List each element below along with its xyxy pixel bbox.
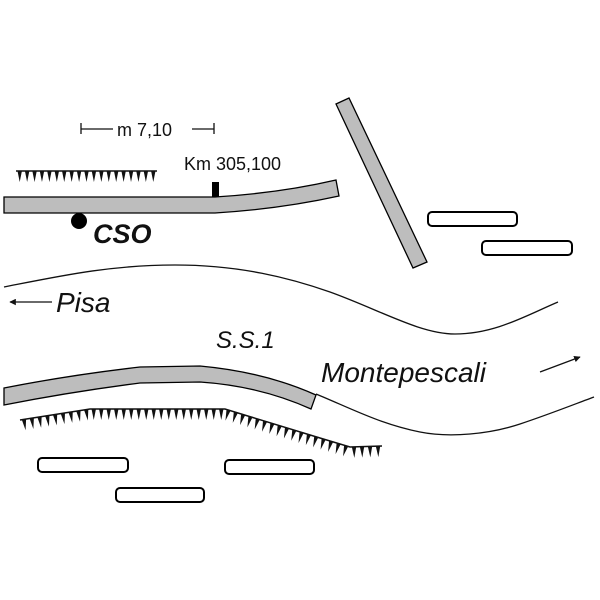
direction-east-label: Montepescali bbox=[321, 357, 487, 388]
embankment-tooth bbox=[367, 446, 373, 458]
embankment-tooth bbox=[68, 412, 73, 423]
measurement-dimension bbox=[80, 123, 215, 134]
embankment-upper bbox=[16, 170, 157, 182]
embankment-tooth bbox=[52, 414, 58, 426]
vehicle bbox=[427, 211, 518, 227]
site-marker-icon bbox=[71, 213, 87, 229]
main-road-south-edge bbox=[315, 393, 595, 436]
vehicle bbox=[37, 457, 129, 473]
embankment-tooth bbox=[76, 410, 81, 422]
embankment-tooth bbox=[313, 436, 319, 448]
embankment-tooth bbox=[136, 171, 141, 182]
embankment-tooth bbox=[39, 171, 45, 182]
embankment-tooth bbox=[335, 443, 341, 455]
embankment-tooth bbox=[32, 171, 37, 182]
embankment-lower bbox=[19, 408, 383, 458]
embankment-tooth bbox=[91, 171, 97, 182]
embankment-tooth bbox=[136, 409, 141, 420]
embankment-tooth bbox=[375, 446, 381, 458]
embankment-tooth bbox=[144, 409, 149, 420]
embankment-tooth bbox=[47, 171, 52, 182]
embankment-tooth bbox=[106, 171, 111, 182]
road-name-label: S.S.1 bbox=[216, 327, 275, 354]
lower-side-road bbox=[3, 365, 317, 410]
embankment-tooth bbox=[343, 445, 349, 457]
kilometer-label: Km 305,100 bbox=[184, 154, 281, 174]
vehicle bbox=[481, 240, 573, 256]
embankment-tooth bbox=[359, 446, 365, 458]
embankment-tooth bbox=[328, 441, 334, 452]
embankment-tooth bbox=[129, 409, 134, 420]
embankment-tooth bbox=[204, 409, 209, 420]
embankment-tooth bbox=[166, 409, 171, 420]
embankment-tooth bbox=[24, 171, 30, 182]
embankment-tooth bbox=[174, 409, 179, 420]
embankment-tooth bbox=[320, 439, 326, 450]
site-label: CSO bbox=[93, 219, 152, 249]
embankment-tooth bbox=[159, 409, 164, 420]
embankment-tooth bbox=[114, 409, 119, 420]
embankment-tooth bbox=[128, 171, 134, 182]
diagonal-road bbox=[335, 97, 428, 269]
km-marker-icon bbox=[212, 182, 219, 197]
vehicles bbox=[37, 211, 573, 503]
embankment-tooth bbox=[83, 409, 89, 421]
embankment-tooth bbox=[254, 419, 261, 430]
embankment-tooth bbox=[21, 419, 27, 431]
embankment-tooth bbox=[54, 171, 60, 182]
embankment-tooth bbox=[84, 171, 89, 182]
vehicle bbox=[224, 459, 315, 475]
direction-west-label: Pisa bbox=[56, 287, 110, 318]
embankment-tooth bbox=[121, 171, 126, 182]
embankment-tooth bbox=[189, 409, 194, 420]
embankment-tooth bbox=[99, 171, 104, 182]
embankment-tooth bbox=[91, 409, 96, 420]
embankment-tooth bbox=[29, 418, 34, 430]
embankment-tooth bbox=[247, 416, 253, 428]
upper-side-road bbox=[3, 179, 340, 214]
embankment-baseline bbox=[19, 408, 383, 448]
embankment-tooth bbox=[45, 415, 50, 427]
embankment-tooth bbox=[181, 409, 186, 420]
embankment-tooth bbox=[76, 171, 82, 182]
embankment-tooth bbox=[240, 414, 246, 426]
embankment-tooth bbox=[60, 413, 65, 425]
embankment-tooth bbox=[121, 409, 126, 420]
embankment-tooth bbox=[232, 412, 239, 423]
embankment-tooth bbox=[269, 423, 275, 435]
embankment-tooth bbox=[276, 425, 283, 437]
embankment-tooth bbox=[69, 171, 74, 182]
embankment-tooth bbox=[106, 409, 111, 420]
embankment-tooth bbox=[351, 446, 357, 458]
embankment-tooth bbox=[62, 171, 67, 182]
arrow-right-icon bbox=[539, 356, 581, 373]
embankment-tooth bbox=[37, 416, 42, 428]
embankment-tooth bbox=[261, 421, 268, 432]
embankment-tooth bbox=[219, 409, 224, 420]
embankment-tooth bbox=[225, 410, 231, 421]
embankment-tooth bbox=[283, 427, 290, 439]
embankment-tooth bbox=[298, 432, 304, 443]
embankment-tooth bbox=[151, 409, 156, 420]
embankment-tooth bbox=[196, 409, 201, 420]
embankment-tooth bbox=[305, 434, 312, 446]
main-road-north-edge bbox=[3, 264, 559, 335]
embankment-tooth bbox=[99, 409, 104, 420]
embankment-tooth bbox=[151, 171, 156, 182]
embankment-tooth bbox=[291, 430, 297, 441]
embankment-tooth bbox=[17, 171, 22, 182]
vehicle bbox=[115, 487, 205, 503]
measurement-label: m 7,10 bbox=[117, 120, 172, 140]
embankment-tooth bbox=[143, 171, 149, 182]
embankment-tooth bbox=[113, 171, 119, 182]
embankment-tooth bbox=[211, 409, 216, 420]
